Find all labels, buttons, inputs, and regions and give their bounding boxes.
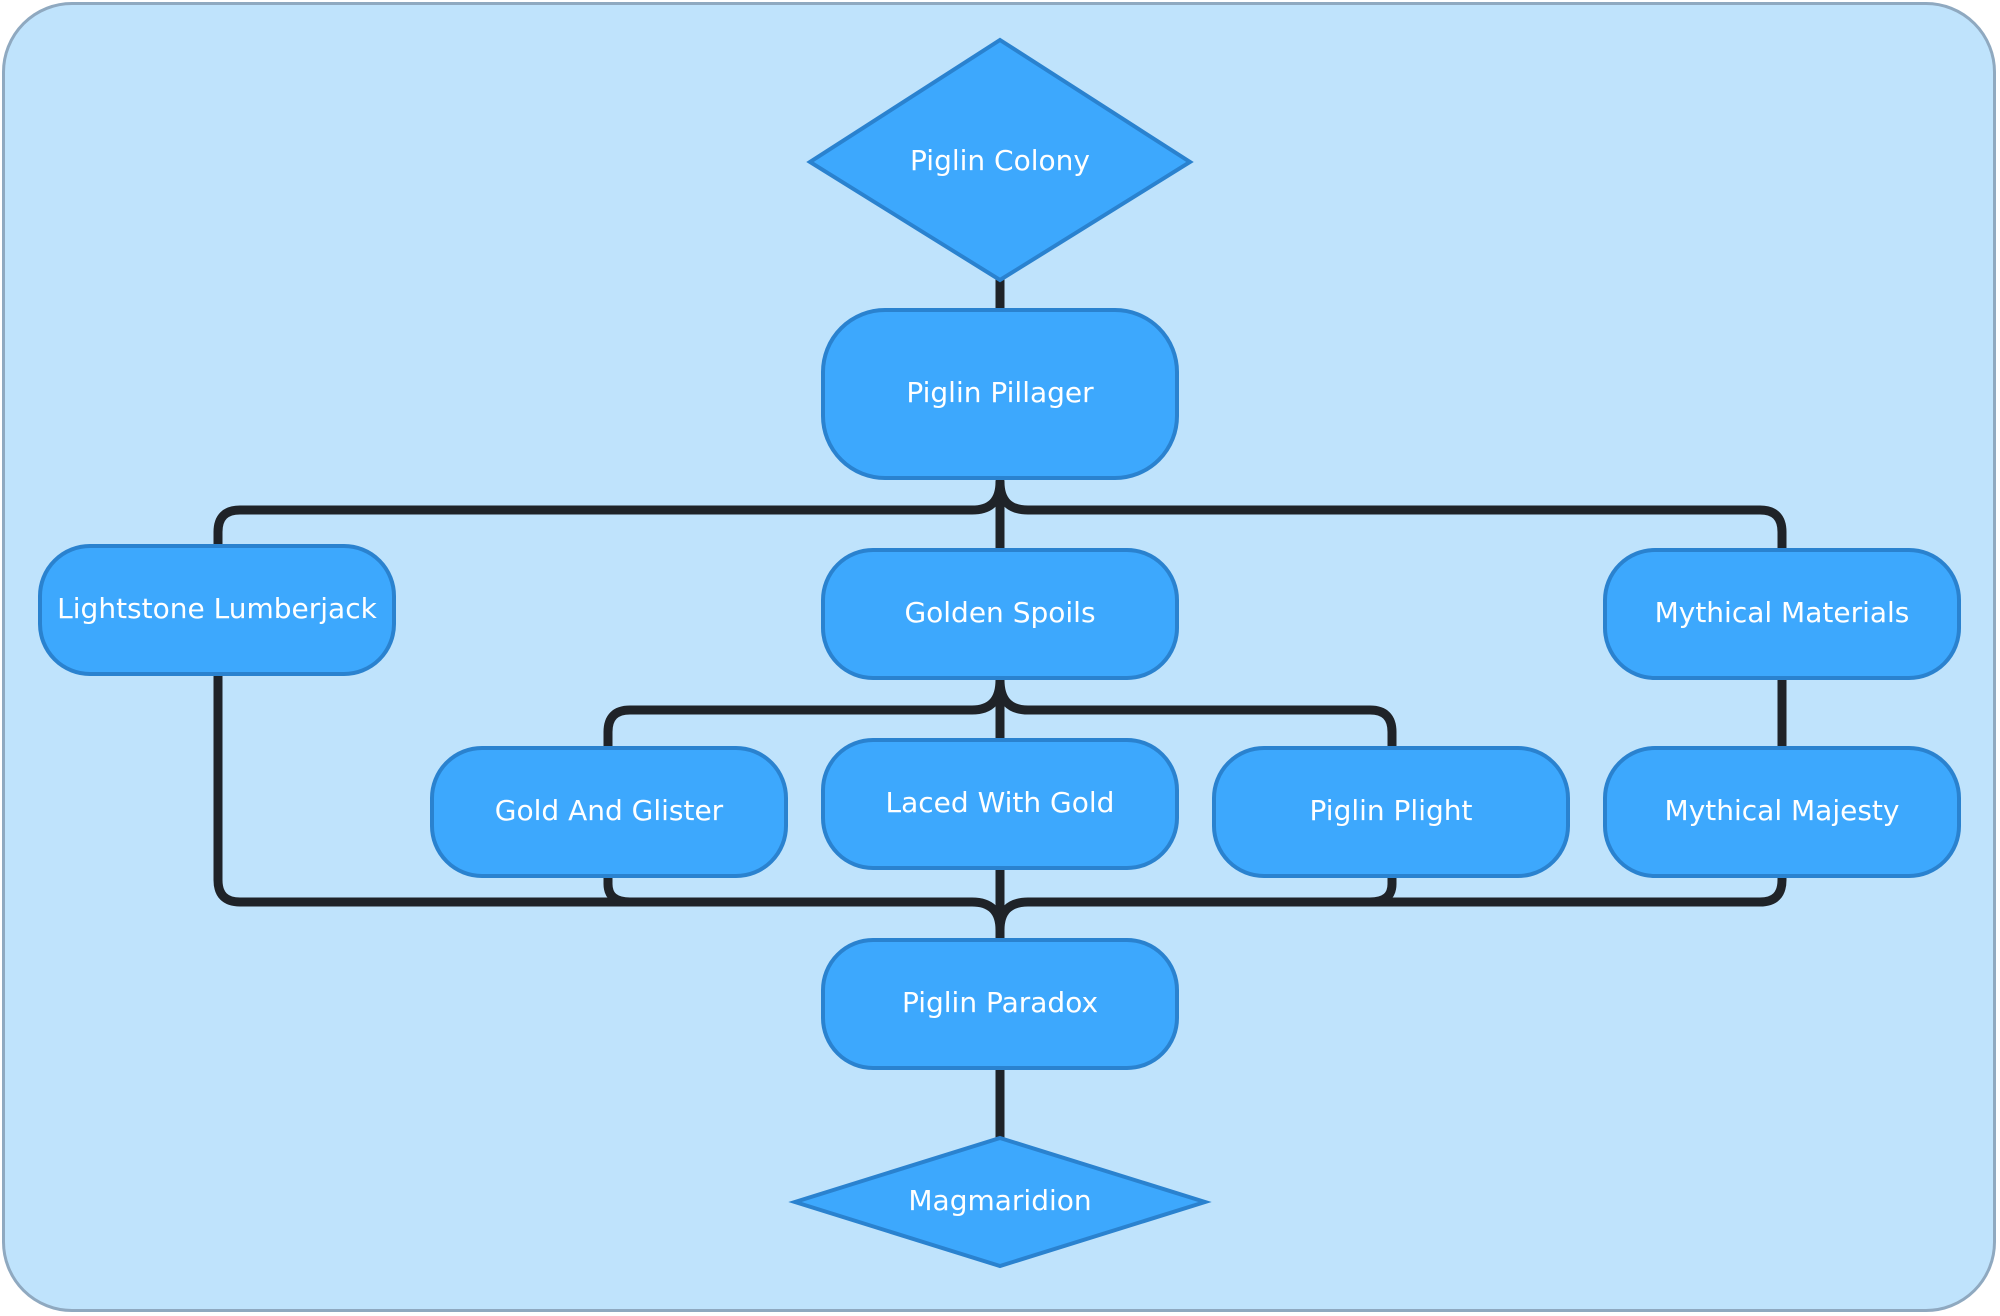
node-label: Piglin Paradox: [902, 986, 1098, 1019]
rounded-rect-shape: [821, 738, 1179, 870]
rounded-rect-shape: [821, 548, 1179, 680]
node-label: Laced With Gold: [886, 786, 1115, 819]
rounded-rect-shape: [38, 544, 396, 676]
rounded-rect-shape: [1603, 746, 1961, 878]
edge-pillager-lumberjack: [213, 477, 1005, 550]
edge-gold-glister-paradox: [603, 871, 635, 907]
edge-spoils-piglin-plight: [995, 675, 1397, 753]
rounded-rect-shape: [1603, 548, 1961, 680]
node-label: Lightstone Lumberjack: [57, 592, 377, 625]
rounded-rect-shape: [821, 938, 1179, 1070]
diamond-shape: [788, 1135, 1212, 1269]
edge-spoils-gold-glister: [603, 675, 1005, 753]
node-label: Piglin Pillager: [906, 376, 1094, 409]
node-label: Mythical Materials: [1655, 596, 1910, 629]
node-piglin-paradox[interactable]: Piglin Paradox: [821, 938, 1179, 1070]
node-magmaridion[interactable]: Magmaridion: [788, 1135, 1212, 1269]
node-label: Gold And Glister: [495, 794, 724, 827]
rounded-rect-shape: [1212, 746, 1570, 878]
edge-pillager-mythical-materials: [995, 477, 1787, 553]
node-label: Golden Spoils: [904, 596, 1095, 629]
rounded-rect-shape: [821, 308, 1179, 480]
node-label: Piglin Plight: [1310, 794, 1473, 827]
edge-majesty-paradox: [995, 871, 1787, 935]
node-piglin-colony[interactable]: Piglin Colony: [806, 37, 1194, 283]
node-mythical-majesty[interactable]: Mythical Majesty: [1603, 746, 1961, 878]
node-label: Mythical Majesty: [1665, 794, 1900, 827]
node-gold-and-glister[interactable]: Gold And Glister: [430, 746, 788, 878]
node-laced-with-gold[interactable]: Laced With Gold: [821, 738, 1179, 870]
node-mythical-materials[interactable]: Mythical Materials: [1603, 548, 1961, 680]
node-label: Piglin Colony: [910, 144, 1090, 177]
node-piglin-plight[interactable]: Piglin Plight: [1212, 746, 1570, 878]
node-lightstone-lumberjack[interactable]: Lightstone Lumberjack: [38, 544, 396, 676]
node-label: Magmaridion: [908, 1184, 1091, 1217]
rounded-rect-shape: [430, 746, 788, 878]
diamond-shape: [806, 37, 1194, 283]
connectors: [213, 273, 1787, 1143]
node-piglin-pillager[interactable]: Piglin Pillager: [821, 308, 1179, 480]
node-golden-spoils[interactable]: Golden Spoils: [821, 548, 1179, 680]
